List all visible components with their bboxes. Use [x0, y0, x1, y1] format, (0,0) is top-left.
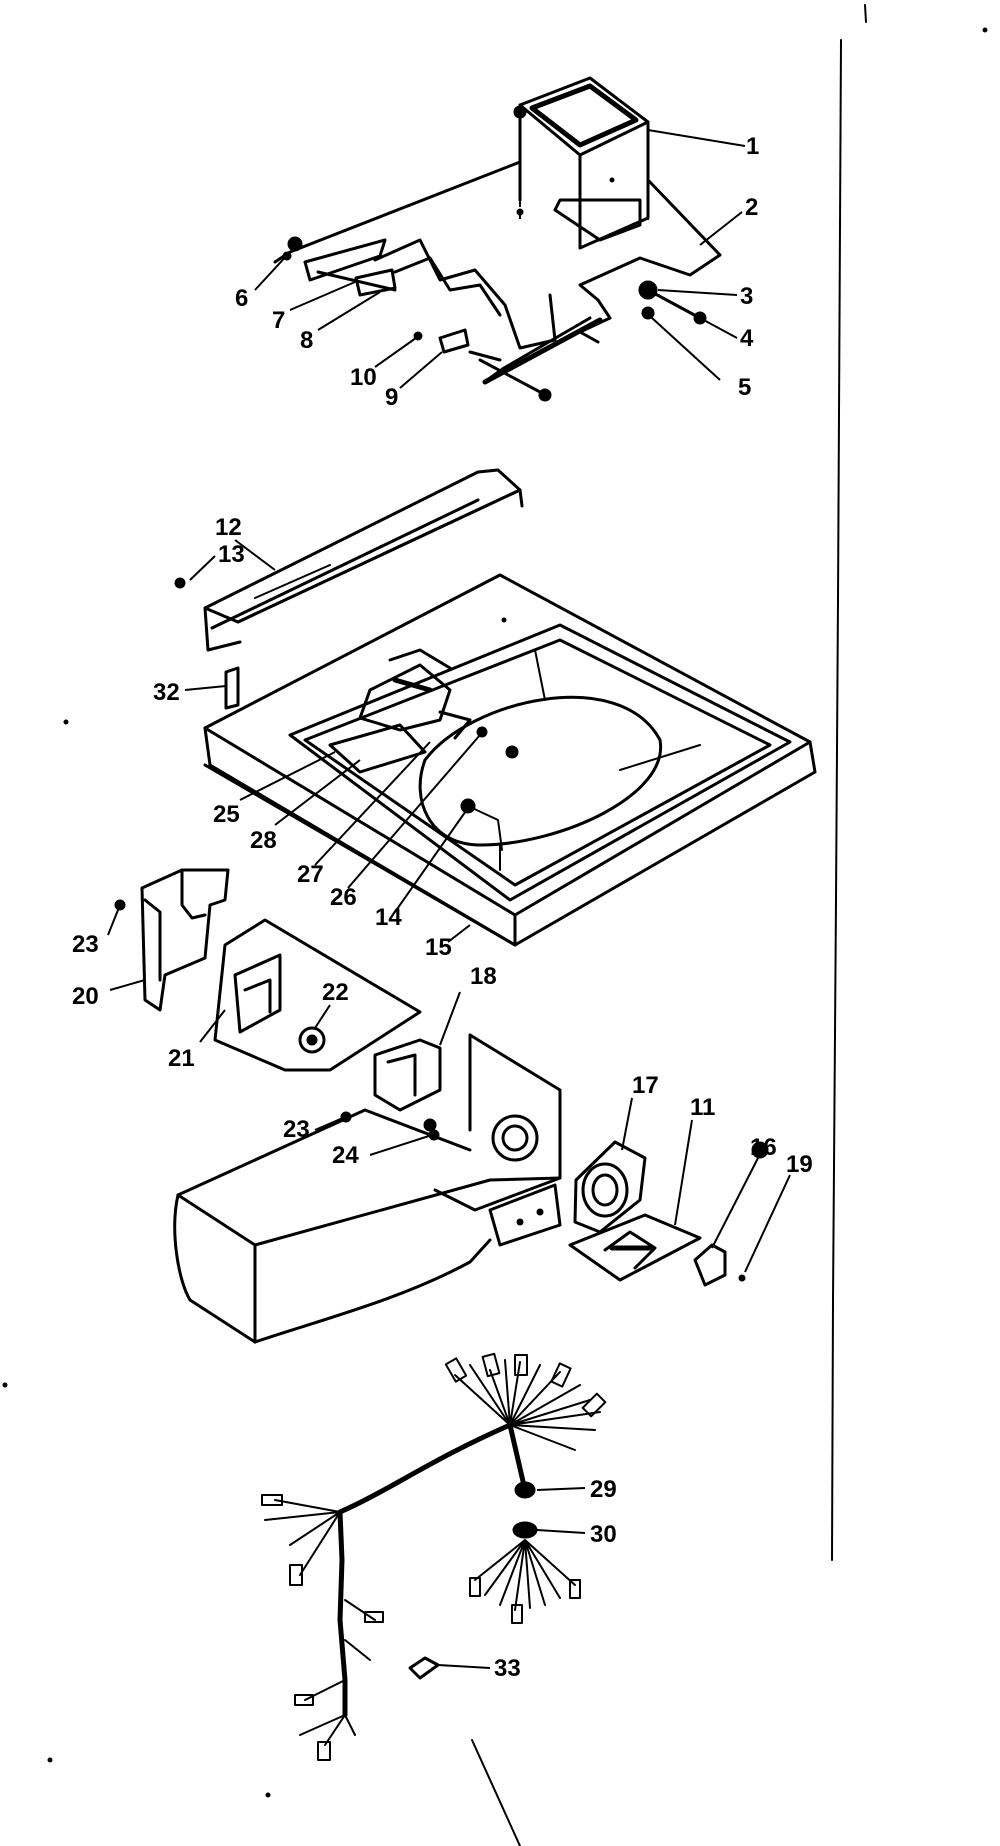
callout-7: 7: [272, 307, 285, 334]
part-11-switch-plate: [568, 1213, 702, 1282]
part-20-bracket: [140, 868, 230, 1012]
scan-specks: [2, 27, 988, 1798]
part-32-clip: [224, 666, 240, 710]
callout-28: 28: [250, 827, 277, 854]
part-12-backsplash: [174, 468, 524, 652]
callout-23-bottom: 23: [283, 1116, 310, 1143]
callout-33: 33: [494, 1655, 521, 1682]
callout-26: 26: [330, 884, 357, 911]
callout-8: 8: [300, 327, 313, 354]
cabinet-assembly: [114, 868, 769, 1344]
connector-plugs: [261, 1352, 607, 1761]
part-15-top-panel: [203, 573, 817, 947]
callout-23-top: 23: [72, 931, 99, 958]
callout-9: 9: [385, 384, 398, 411]
callout-1: 1: [746, 133, 759, 160]
part-18-bracket: [373, 1033, 562, 1212]
part-1-timer-housing: [513, 76, 650, 250]
console-assembly: [273, 76, 722, 402]
callout-labels: 1 2 3 4 5 6 7 8 9 10 12 13 32 25 28 27 2…: [72, 133, 813, 1682]
callout-29: 29: [590, 1476, 617, 1503]
callout-4: 4: [740, 325, 754, 352]
callout-10: 10: [350, 364, 377, 391]
callout-27: 27: [297, 861, 324, 888]
callout-25: 25: [213, 801, 240, 828]
part-17-gasket: [573, 1140, 647, 1234]
callout-20: 20: [72, 983, 99, 1010]
callout-30: 30: [590, 1521, 617, 1548]
top-cover-assembly: [174, 468, 817, 947]
callout-14: 14: [375, 904, 402, 931]
callout-15: 15: [425, 934, 452, 961]
callout-19: 19: [786, 1151, 813, 1178]
callout-3: 3: [740, 283, 753, 310]
callout-12: 12: [215, 514, 242, 541]
cabinet-base: [173, 1108, 562, 1344]
callout-17: 17: [632, 1072, 659, 1099]
wiring-harness: [261, 1352, 607, 1761]
callout-21: 21: [168, 1045, 195, 1072]
parts-9-10-linkage: [413, 317, 603, 402]
parts-3-5-hardware: [638, 280, 707, 325]
parts-6-8-switch-rail: [282, 236, 397, 297]
callout-13: 13: [218, 541, 245, 568]
part-22-grommet: [309, 1036, 317, 1044]
callout-32: 32: [153, 679, 180, 706]
leader-lines: [107, 129, 791, 1669]
callout-22: 22: [322, 979, 349, 1006]
part-21-plate: [213, 918, 422, 1072]
callout-6: 6: [235, 285, 248, 312]
callout-2: 2: [745, 194, 758, 221]
page-border: [471, 4, 867, 1846]
callout-24: 24: [332, 1142, 359, 1169]
callout-16: 16: [750, 1134, 777, 1161]
part-33-clip: [408, 1656, 440, 1680]
part-16-knob: [693, 1141, 769, 1287]
callout-18: 18: [470, 963, 497, 990]
callout-5: 5: [738, 374, 751, 401]
callout-11: 11: [690, 1094, 715, 1121]
